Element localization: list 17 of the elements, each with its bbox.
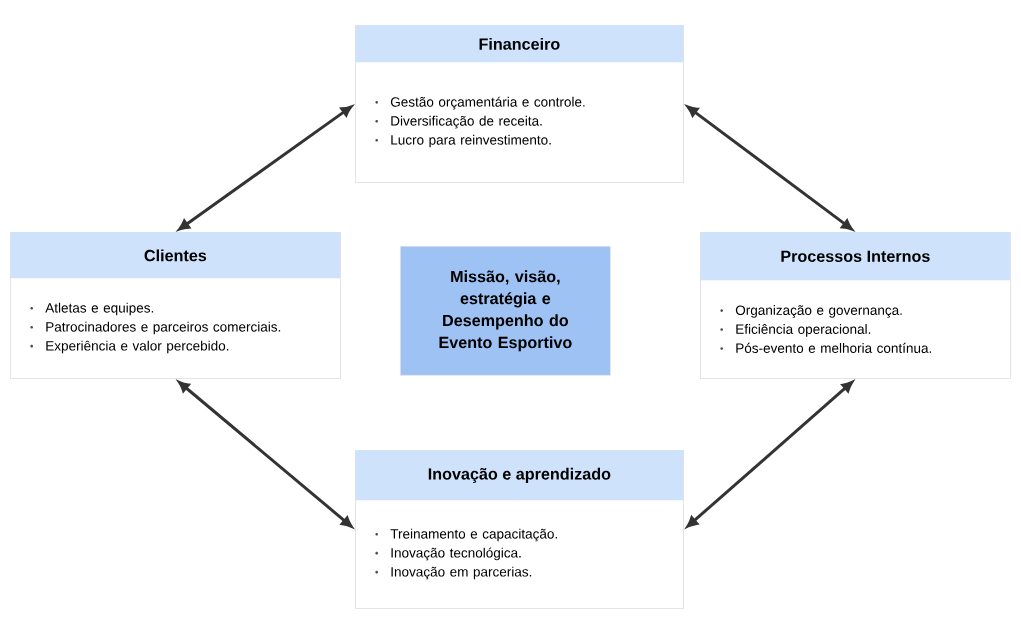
header-band: Inovação e aprendizado (355, 450, 684, 501)
double-arrow (178, 105, 353, 231)
header-band: Processos Internos (700, 232, 1011, 281)
perspective-card (10, 232, 342, 380)
perspective-card (355, 450, 685, 610)
double-arrow (686, 105, 853, 231)
perspective-card (355, 25, 685, 184)
bullet-list: Treinamento e capacitação. Inovação tecnológica. Inovação em parcerias. (375, 528, 557, 580)
bullet-list: Atletas e equipes. Patrocinadores e parceiros comerciais. Experiência e valor percebido. (30, 302, 281, 354)
double-arrow (178, 381, 353, 528)
header-band: Financeiro (355, 25, 684, 63)
center-box: Missão, visão, estratégia e Desempenho do Evento Esportivo (400, 246, 611, 376)
double-arrow (686, 381, 853, 528)
perspective-card (700, 232, 1012, 380)
bullet-list: Organização e governança. Eficiência operacional. Pós-evento e melhoria contínua. (720, 305, 932, 353)
header-band: Clientes (10, 232, 341, 279)
bullet-list: Gestão orçamentária e controle. Diversificação de receita. Lucro para reinvestimento. (375, 96, 585, 148)
